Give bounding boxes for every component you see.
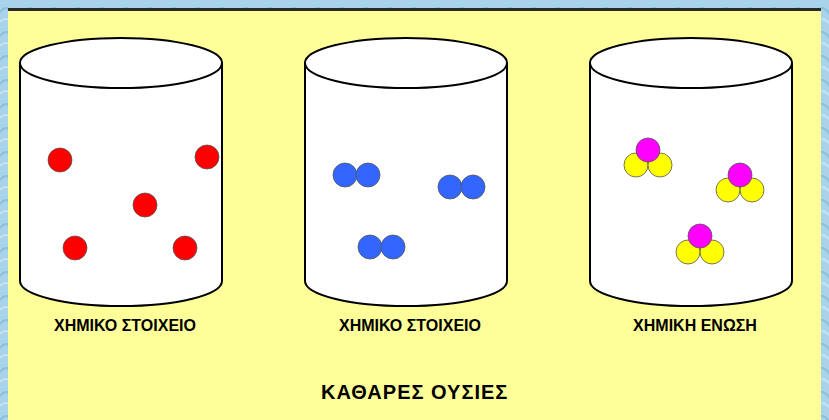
- atom: [358, 235, 382, 259]
- beaker-rim: [305, 38, 507, 88]
- atom: [438, 175, 462, 199]
- beaker-body: [305, 63, 507, 306]
- atom: [63, 236, 87, 260]
- atom: [728, 163, 752, 187]
- beaker-rim: [20, 38, 222, 88]
- beaker-body: [20, 63, 222, 306]
- beaker-rim: [590, 38, 792, 88]
- atom: [636, 138, 660, 162]
- substance-label: ΧΗΜΙΚΟ ΣΤΟΙΧΕΙΟ: [303, 317, 517, 335]
- atom: [133, 193, 157, 217]
- beaker: ΧΗΜΙΚΟ ΣΤΟΙΧΕΙΟ: [303, 36, 517, 343]
- substance-label: ΧΗΜΙΚΟ ΣΤΟΙΧΕΙΟ: [18, 317, 232, 335]
- atom: [333, 163, 357, 187]
- atom: [48, 148, 72, 172]
- beaker-outline: [588, 36, 794, 310]
- substance-label: ΧΗΜΙΚΗ ΕΝΩΣΗ: [588, 317, 802, 335]
- beaker: ΧΗΜΙΚΟ ΣΤΟΙΧΕΙΟ: [18, 36, 232, 343]
- beaker-body: [590, 63, 792, 306]
- caption: ΚΑΘΑΡΕΣ ΟΥΣΙΕΣ: [321, 381, 508, 404]
- beaker: ΧΗΜΙΚΗ ΕΝΩΣΗ: [588, 36, 802, 343]
- atom: [173, 236, 197, 260]
- atom: [688, 224, 712, 248]
- atom: [356, 163, 380, 187]
- beaker-outline: [303, 36, 509, 310]
- atom: [381, 235, 405, 259]
- atom: [461, 175, 485, 199]
- atom: [195, 145, 219, 169]
- beaker-outline: [18, 36, 224, 310]
